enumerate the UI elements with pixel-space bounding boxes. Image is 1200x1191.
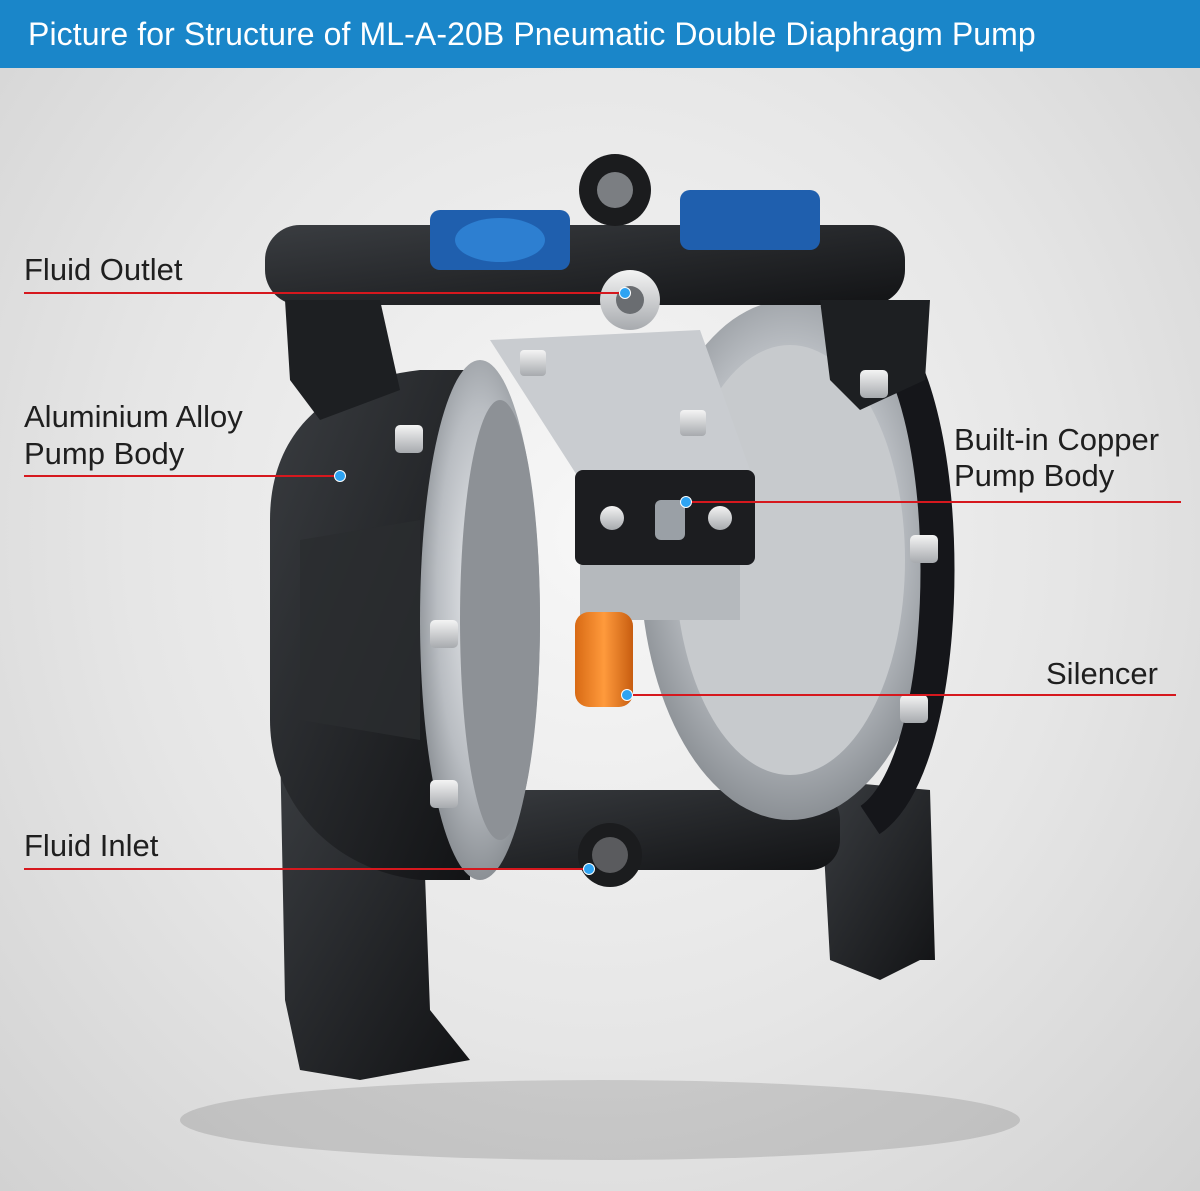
header-bar: Picture for Structure of ML-A-20B Pneuma… [0, 0, 1200, 68]
label-copper-line1: Built-in Copper [954, 422, 1160, 457]
label-copper-line2: Pump Body [954, 458, 1115, 493]
marker-fluid-outlet [619, 287, 631, 299]
bottom-manifold [420, 790, 840, 870]
floor-shadow [180, 1080, 1020, 1160]
leader-aluminium [24, 475, 340, 477]
silencer-body [575, 612, 633, 707]
marker-copper [680, 496, 692, 508]
label-aluminium-line1: Aluminium Alloy [24, 399, 243, 434]
label-aluminium-line2: Pump Body [24, 436, 185, 471]
leader-silencer [627, 694, 1176, 696]
marker-fluid-inlet [583, 863, 595, 875]
base-right-foot [820, 780, 935, 980]
leader-fluid-inlet [24, 868, 590, 870]
leader-copper [686, 501, 1181, 503]
label-fluid-inlet: Fluid Inlet [24, 828, 159, 863]
page-title: Picture for Structure of ML-A-20B Pneuma… [28, 16, 1036, 52]
leader-fluid-outlet [24, 292, 626, 294]
valve-block [490, 330, 750, 480]
marker-silencer [621, 689, 633, 701]
label-fluid-outlet: Fluid Outlet [24, 252, 183, 287]
marker-aluminium [334, 470, 346, 482]
label-silencer: Silencer [1046, 656, 1158, 691]
pump-illustration [180, 154, 1020, 1160]
